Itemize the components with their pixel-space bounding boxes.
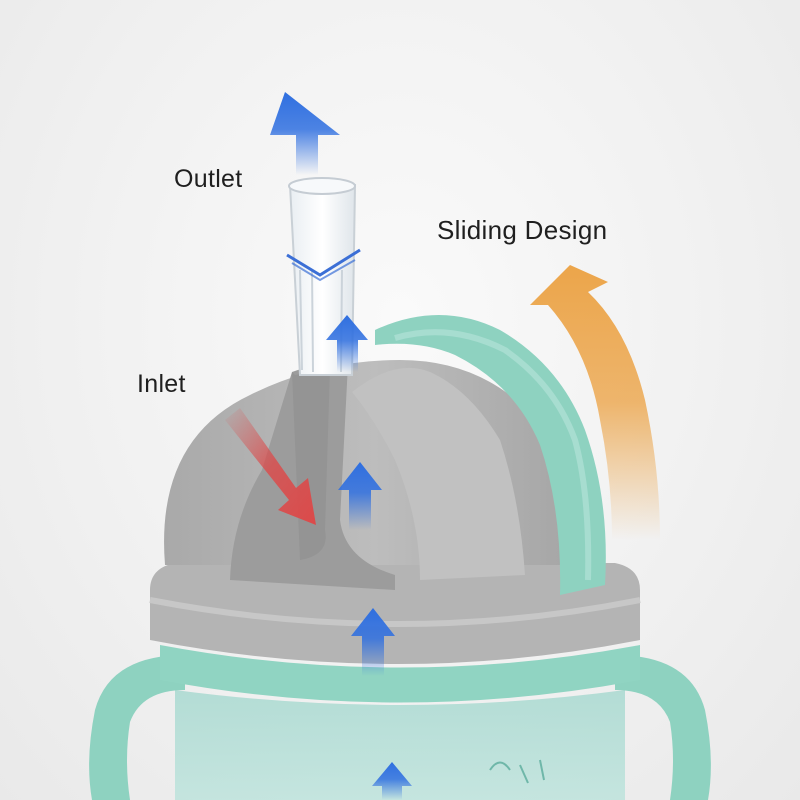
arrow-up-icon [326,315,368,372]
sliding-arrow-icon [530,265,660,540]
flow-arrows [326,315,412,800]
outlet-arrow-icon [270,92,340,175]
lid-fin [352,367,525,580]
arrow-up-icon [372,762,412,800]
bottle-body [175,690,625,800]
inlet-arrow-icon [225,408,316,525]
arrow-up-icon [351,608,395,676]
valve-chevron [286,248,361,277]
right-handle [615,655,711,800]
arrow-up-icon [338,462,382,530]
sliding-cover [375,315,606,595]
inlet-label: Inlet [137,370,186,398]
lid-collar [150,563,640,664]
mint-ring [160,645,640,703]
left-handle [89,655,185,800]
outlet-label: Outlet [174,165,243,193]
sliding-design-label: Sliding Design [437,215,608,245]
